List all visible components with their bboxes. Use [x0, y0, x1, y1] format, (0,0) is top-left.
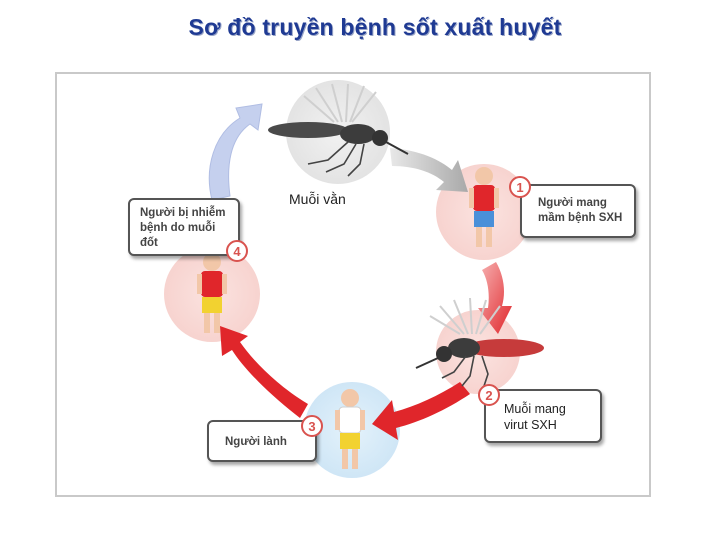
node-4-label: Người bị nhiễm bệnh do muỗi đốt — [128, 198, 240, 256]
node-3-label: Người lành — [207, 420, 317, 462]
arrow-red-2-icon — [372, 382, 470, 440]
node-1-number: 1 — [509, 176, 531, 198]
node-3-number: 3 — [301, 415, 323, 437]
mosquito-label: Muỗi vằn — [289, 191, 346, 207]
arrow-blue-icon — [208, 103, 263, 201]
node-4-number: 4 — [226, 240, 248, 262]
person-carrier-icon — [469, 167, 499, 247]
mosquito-top-icon — [268, 83, 409, 177]
arrow-red-3-icon — [220, 326, 308, 418]
mosquito-bottom-icon — [415, 297, 544, 387]
page-title: Sơ đồ truyền bệnh sốt xuất huyết — [188, 14, 562, 40]
node-2-label: Muỗi mang virut SXH — [484, 389, 602, 443]
person-infected-icon — [197, 253, 227, 333]
person-healthy-icon — [335, 389, 365, 469]
arrow-gray-icon — [390, 148, 468, 192]
arrow-red-1-icon — [478, 262, 512, 334]
node-2-number: 2 — [478, 384, 500, 406]
node-1-label: Người mang mầm bệnh SXH — [520, 184, 636, 238]
